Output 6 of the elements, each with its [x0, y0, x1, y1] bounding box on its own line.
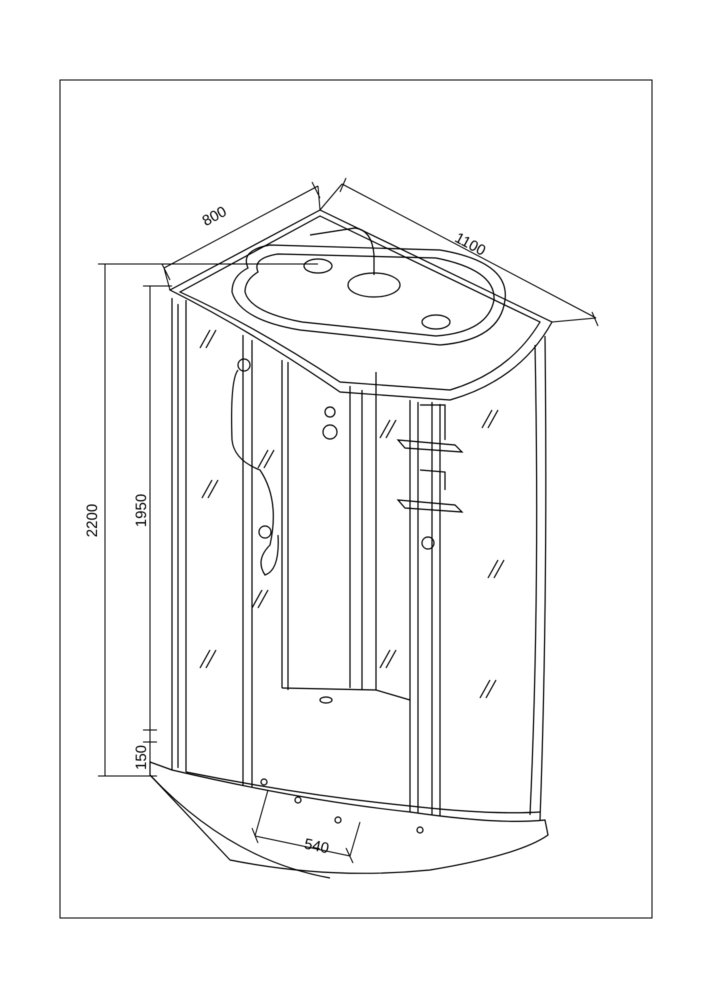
dimension-label: 150 [134, 744, 149, 770]
dimension-label: 1950 [134, 493, 149, 527]
dimension-label: 800 [199, 204, 229, 228]
dimension-label: 1100 [452, 230, 488, 258]
dimension-label: 2200 [84, 503, 100, 537]
dimension-label: 540 [302, 836, 330, 856]
